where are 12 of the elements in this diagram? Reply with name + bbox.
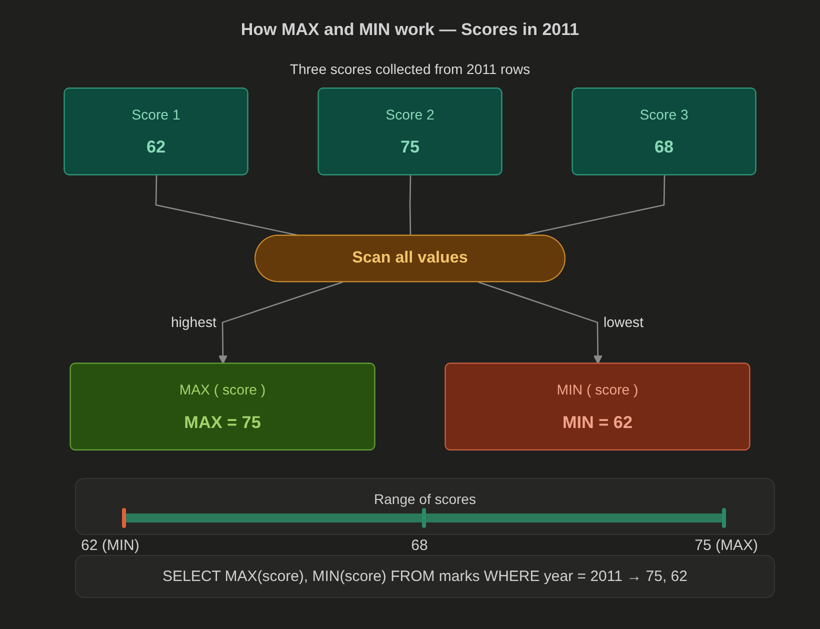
tick-label: 75 (MAX) (694, 537, 758, 554)
arrow (478, 281, 602, 364)
tick-label: 62 (MIN) (81, 537, 140, 554)
edge-label: highest (170, 314, 216, 330)
tick-label: 68 (411, 537, 428, 554)
subtitle: Three scores collected from 2011 rows (290, 61, 530, 77)
range-title: Range of scores (374, 491, 476, 507)
edge-label: lowest (604, 314, 644, 330)
connector (409, 175, 412, 236)
diagram-title: How MAX and MIN work — Scores in 2011 (240, 20, 580, 39)
sql-query: SELECT MAX(score), MIN(score) FROM marks WHERE year = 2011 → 75, 62 (162, 568, 688, 585)
arrow (218, 281, 343, 364)
